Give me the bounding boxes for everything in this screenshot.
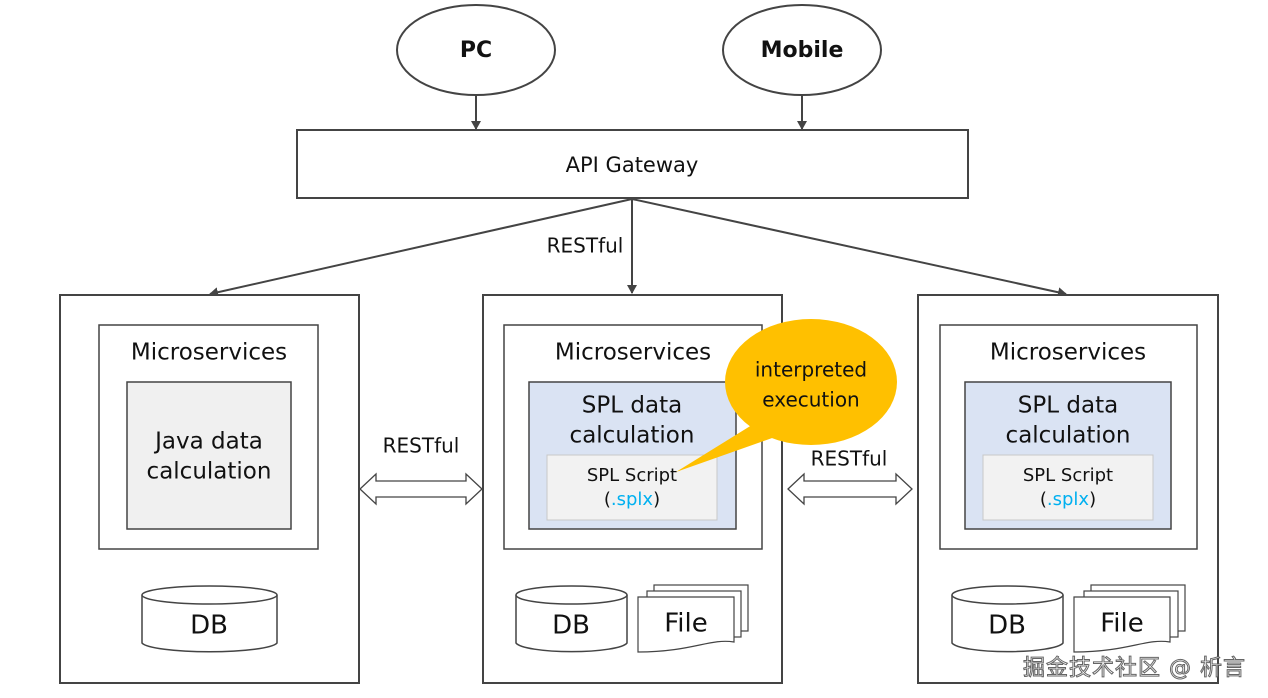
microservice-title-1: Microservices bbox=[131, 340, 287, 366]
callout-line1: interpreted bbox=[755, 358, 867, 382]
service-node-3: Microservices SPL data calculation SPL S… bbox=[917, 294, 1219, 684]
spl-script-ext-3: (.splx) bbox=[1040, 489, 1096, 510]
microservice-title-3: Microservices bbox=[990, 340, 1146, 366]
spl-script-label-2: SPL Script bbox=[587, 465, 677, 486]
java-calc-box bbox=[126, 381, 292, 530]
db-label-1: DB bbox=[190, 611, 228, 641]
client-pc-label: PC bbox=[460, 38, 492, 63]
callout-line2: execution bbox=[762, 388, 859, 412]
file-label-3: File bbox=[1100, 609, 1144, 639]
api-gateway: API Gateway bbox=[296, 129, 969, 199]
microservice-title-2: Microservices bbox=[555, 340, 711, 366]
watermark: 掘金技术社区 @ 析言 bbox=[1023, 656, 1246, 682]
client-pc: PC bbox=[396, 4, 556, 96]
restful-link-2-3: RESTful bbox=[787, 447, 913, 506]
api-gateway-label: API Gateway bbox=[566, 153, 699, 177]
db-icon: DB bbox=[515, 585, 628, 653]
client-mobile: Mobile bbox=[722, 4, 882, 96]
spl-calc-line1-2: SPL data bbox=[582, 393, 682, 419]
db-label-3: DB bbox=[988, 611, 1026, 641]
arrow-gateway-service3 bbox=[631, 198, 1067, 298]
db-icon: DB bbox=[951, 585, 1064, 653]
spl-script-ext-2: (.splx) bbox=[604, 489, 660, 510]
file-stack-icon: File bbox=[637, 584, 749, 653]
spl-calc-line1-3: SPL data bbox=[1018, 393, 1118, 419]
spl-script-box-3 bbox=[982, 454, 1154, 521]
restful-label-2: RESTful bbox=[811, 447, 888, 471]
service-node-2: Microservices SPL data calculation SPL S… bbox=[482, 294, 783, 684]
interpreted-execution-callout: interpreted execution bbox=[676, 319, 897, 472]
gateway-link-label: RESTful bbox=[547, 234, 624, 258]
spl-script-label-3: SPL Script bbox=[1023, 465, 1113, 486]
service-node-1: Microservices Java data calculation DB bbox=[59, 294, 360, 684]
file-label-2: File bbox=[664, 609, 708, 639]
arrow-gateway-service1 bbox=[209, 198, 633, 298]
db-label-2: DB bbox=[552, 611, 590, 641]
spl-calc-line2-2: calculation bbox=[570, 423, 695, 449]
file-stack-icon: File bbox=[1073, 584, 1186, 653]
java-calc-line2: calculation bbox=[147, 459, 272, 485]
db-icon: DB bbox=[141, 585, 278, 653]
restful-link-1-2: RESTful bbox=[359, 434, 483, 506]
spl-calc-line2-3: calculation bbox=[1006, 423, 1131, 449]
client-mobile-label: Mobile bbox=[761, 38, 844, 63]
java-calc-line1: Java data bbox=[153, 429, 263, 455]
restful-label-1: RESTful bbox=[383, 434, 460, 458]
